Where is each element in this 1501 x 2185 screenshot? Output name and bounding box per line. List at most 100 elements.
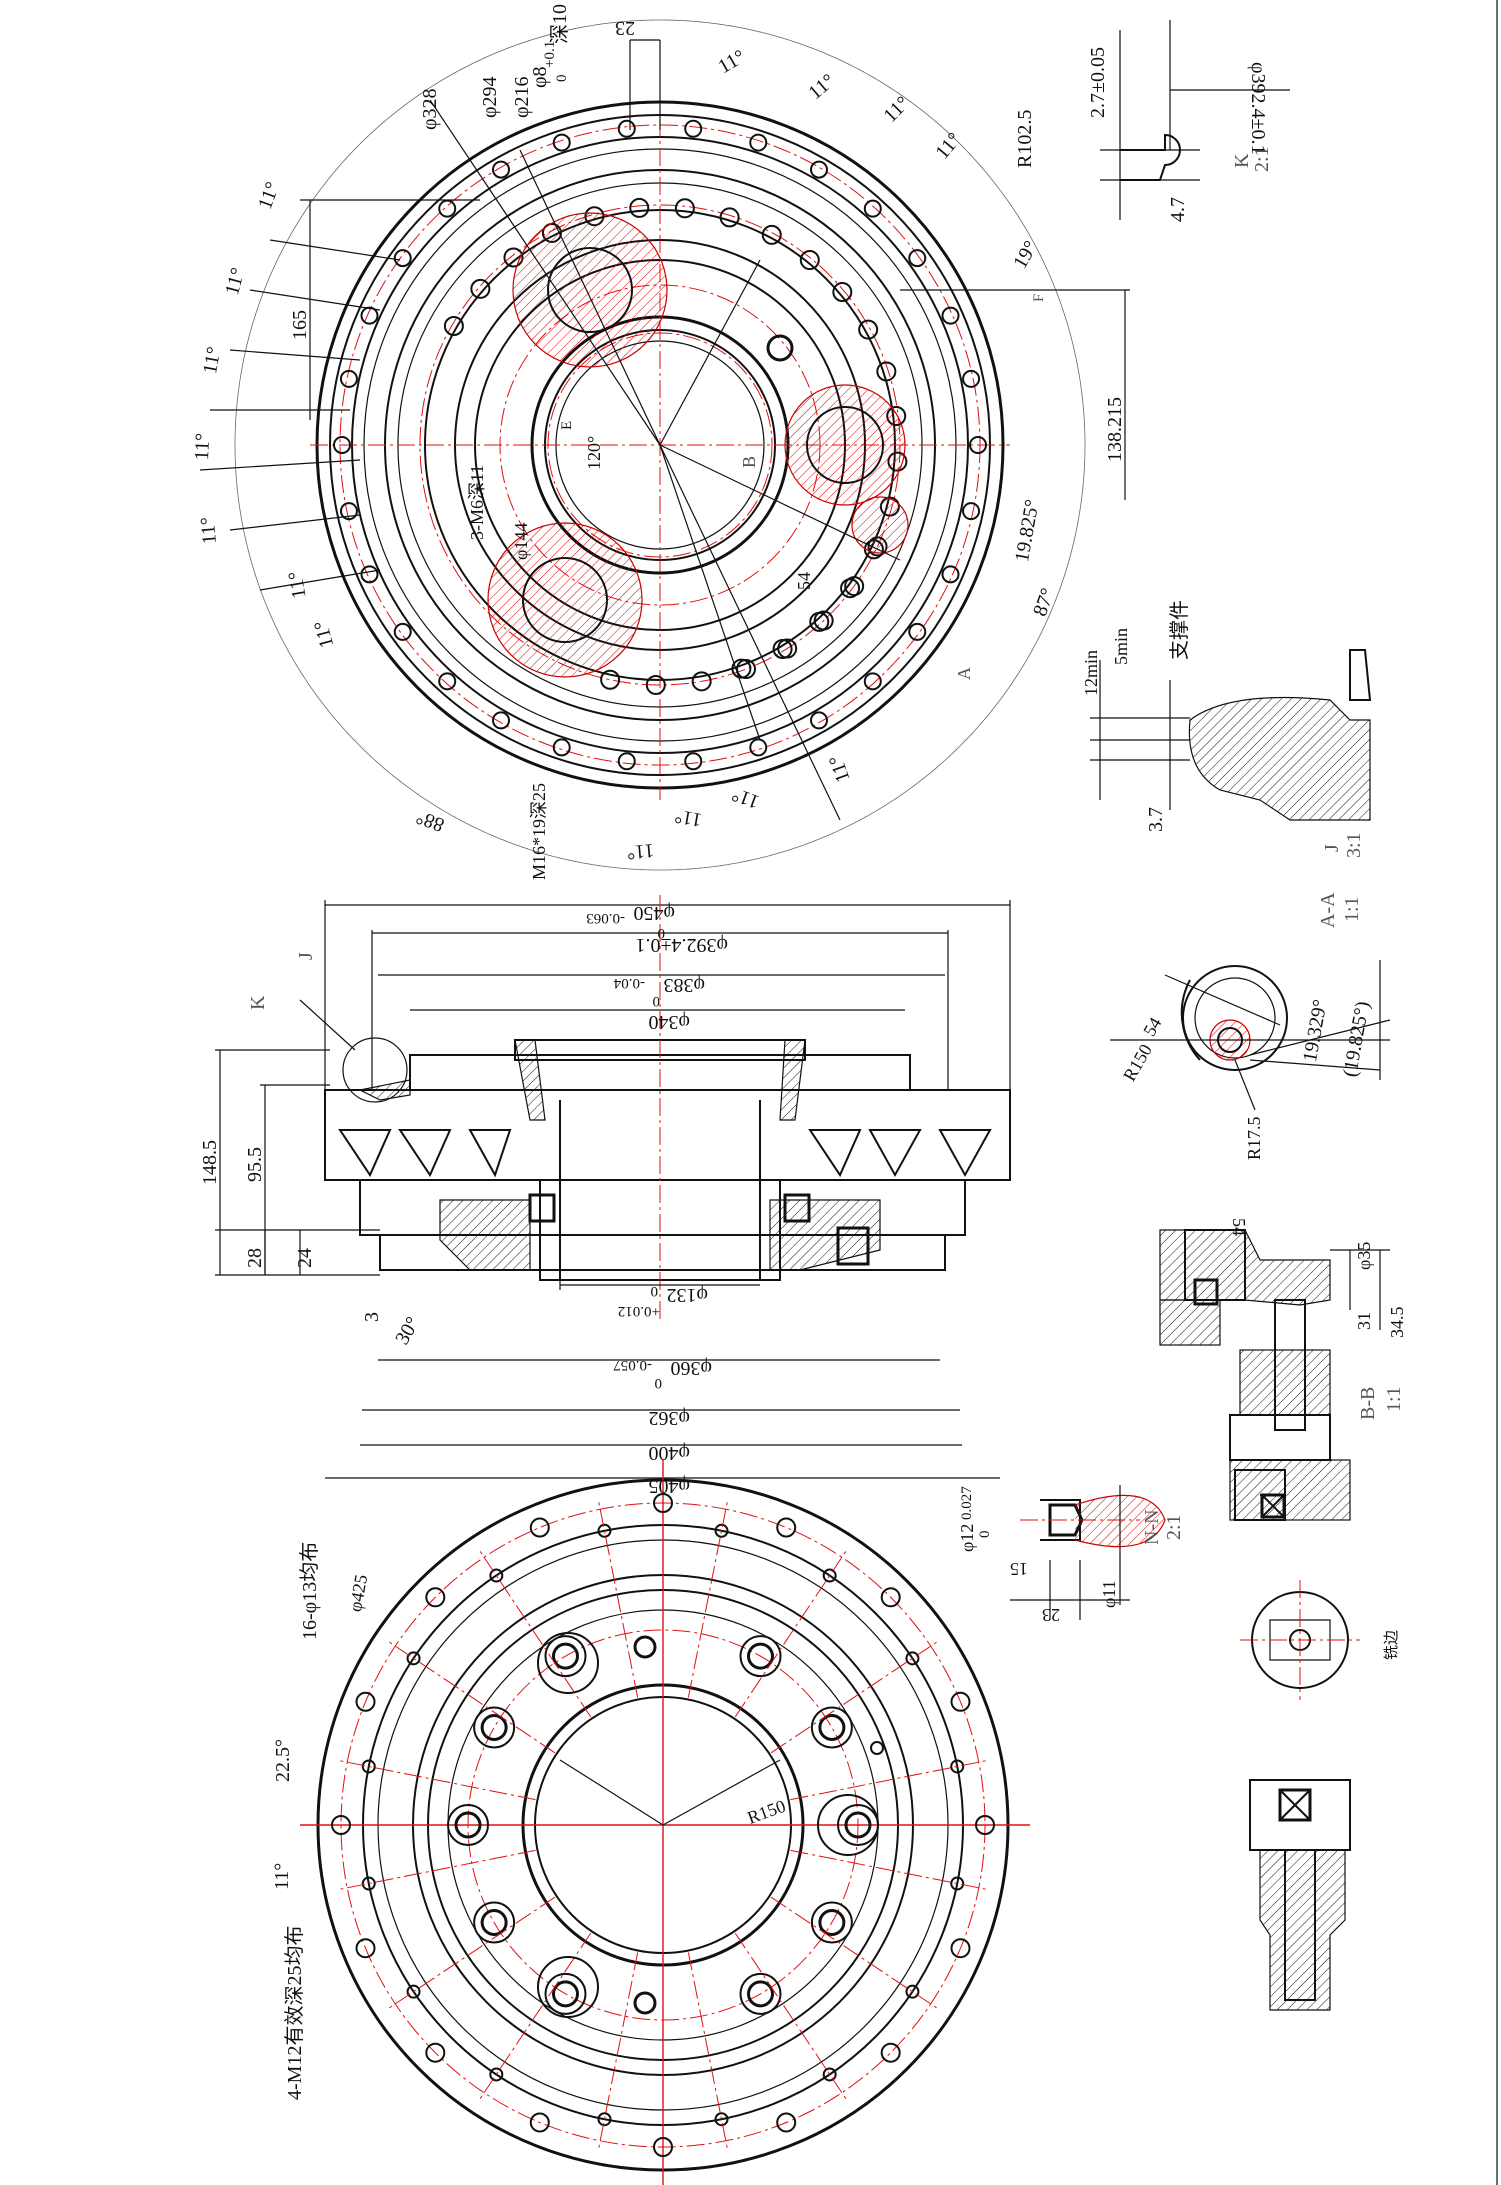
- dim-d12-tol: 0.027: [959, 1486, 975, 1520]
- bolt-hole: [844, 576, 865, 597]
- dim-23-n: 23: [1042, 1605, 1060, 1625]
- section-view: [215, 895, 1011, 1479]
- bolt-hole: [962, 502, 981, 521]
- bolt-hole: [406, 1984, 421, 1999]
- section-mark-E: E: [559, 420, 575, 430]
- hex-socket: [818, 1714, 846, 1741]
- bolt-hole: [905, 1651, 920, 1666]
- bolt-hole: [950, 1938, 971, 1959]
- bolt-hole: [880, 1587, 901, 1608]
- bolt-hole: [552, 738, 571, 757]
- dim-d392-sec: φ392.4±0.1: [635, 934, 728, 956]
- hex-socket: [552, 1980, 579, 2008]
- dim-12min: 12min: [1081, 649, 1101, 696]
- bolt-hole: [360, 565, 379, 584]
- dim-tap-m6: 3-M6深11: [467, 464, 487, 540]
- detail-K-label: K: [1231, 153, 1253, 168]
- dim-34-5: 34.5: [1387, 1306, 1407, 1339]
- bolt-hole: [492, 160, 510, 179]
- dim-165: 165: [289, 310, 311, 340]
- dim-23-top: 23: [615, 17, 635, 39]
- dim-138: 138.215: [1104, 397, 1126, 462]
- dim-ang-11-top: 11°: [672, 804, 704, 831]
- dim-d450-tol: -0.063: [586, 910, 625, 926]
- dim-d360-tol: -0.057: [613, 1357, 652, 1373]
- hex-socket: [844, 1811, 872, 1839]
- bolt-hole: [617, 752, 636, 771]
- bolt-hole: [799, 250, 820, 271]
- detail-J-label: J: [1321, 844, 1343, 852]
- dim-r175: R17.5: [1244, 1116, 1264, 1160]
- bolt-hole: [761, 224, 782, 245]
- hex-socket: [480, 1714, 508, 1741]
- section-AA: [1110, 960, 1391, 1111]
- bolt-hole: [777, 638, 798, 659]
- dim-d11: φ11: [1099, 1580, 1119, 1608]
- dim-pin-depth: 深10: [549, 4, 571, 44]
- bolt-hole: [941, 565, 960, 584]
- hex-socket: [818, 1909, 846, 1936]
- dim-5min: 5min: [1111, 627, 1131, 665]
- dim-pin-tol-low: 0: [554, 74, 570, 83]
- bolt-hole: [876, 361, 897, 382]
- dim-d328: φ328: [419, 88, 441, 130]
- dim-ang-11-bot: 11°: [271, 1862, 293, 1890]
- section-K-mark: K: [247, 995, 269, 1010]
- bolt-hole: [425, 1587, 446, 1608]
- bolt-hole: [674, 198, 695, 219]
- bolt-hole: [684, 119, 703, 138]
- section-BB-label: B-B: [1357, 1386, 1379, 1420]
- hex-bolt: [473, 1901, 516, 1944]
- dim-ang-11-top: 11°: [191, 432, 214, 461]
- bolt-hole: [645, 674, 666, 695]
- bolt-hole: [552, 133, 571, 152]
- bolt-hole: [331, 1815, 351, 1835]
- bolt-hole: [749, 738, 768, 757]
- bolt-hole: [950, 1876, 965, 1891]
- dim-d132-tol: +0.012: [617, 1303, 660, 1319]
- section-mark-B: B: [739, 455, 759, 468]
- dim-d383: φ383: [663, 974, 705, 996]
- bolt-hole: [600, 669, 621, 690]
- detail-K: [1100, 20, 1290, 220]
- section-AA-label: A-A: [1317, 892, 1339, 928]
- dim-d144: φ144: [511, 522, 531, 560]
- bolt-hole: [438, 199, 457, 218]
- detail-N-scale: 2:1: [1163, 1514, 1185, 1540]
- hex-bolt: [739, 1635, 782, 1678]
- bolt-hole: [941, 306, 960, 325]
- bolt-hole: [813, 610, 834, 631]
- bolt-hole: [339, 369, 358, 388]
- bolt-hole: [617, 119, 636, 138]
- bolt-hole: [406, 1651, 421, 1666]
- section-BB: [1159, 1229, 1390, 1521]
- dim-d12-tol0: 0: [977, 1530, 993, 1539]
- bolt-hole: [736, 659, 757, 680]
- note-mill-edge: 铣边: [1384, 1629, 1400, 1660]
- bolt-hole: [691, 671, 712, 692]
- bolt-hole: [360, 306, 379, 325]
- dim-31: 31: [1354, 1312, 1374, 1330]
- dim-d35: φ35: [1354, 1241, 1374, 1270]
- dim-d12: φ12: [957, 1523, 977, 1552]
- dim-54-bb: 54: [1229, 1218, 1249, 1236]
- bolt-hole: [714, 1523, 729, 1538]
- hex-bolt: [810, 1706, 853, 1749]
- dim-d405: φ405: [648, 1475, 690, 1497]
- dim-ang-11-top: 11°: [199, 344, 226, 376]
- section-J-mark: J: [295, 952, 317, 960]
- bolt-hole: [339, 502, 358, 521]
- bolt-hole: [749, 133, 768, 152]
- bolt-hole: [822, 1568, 837, 1583]
- dim-ang-11-top: 11°: [196, 516, 221, 546]
- dim-15-n: 15: [1010, 1559, 1028, 1579]
- bottom-rays: [339, 1501, 987, 2149]
- bolt-hole: [597, 2112, 612, 2127]
- bolt-hole: [905, 1984, 920, 1999]
- bolt-hole: [832, 282, 853, 303]
- bolt-hole: [529, 1517, 550, 1538]
- bottom-hex-bolts: [447, 1635, 879, 2015]
- dim-r102: R102.5: [1014, 109, 1036, 168]
